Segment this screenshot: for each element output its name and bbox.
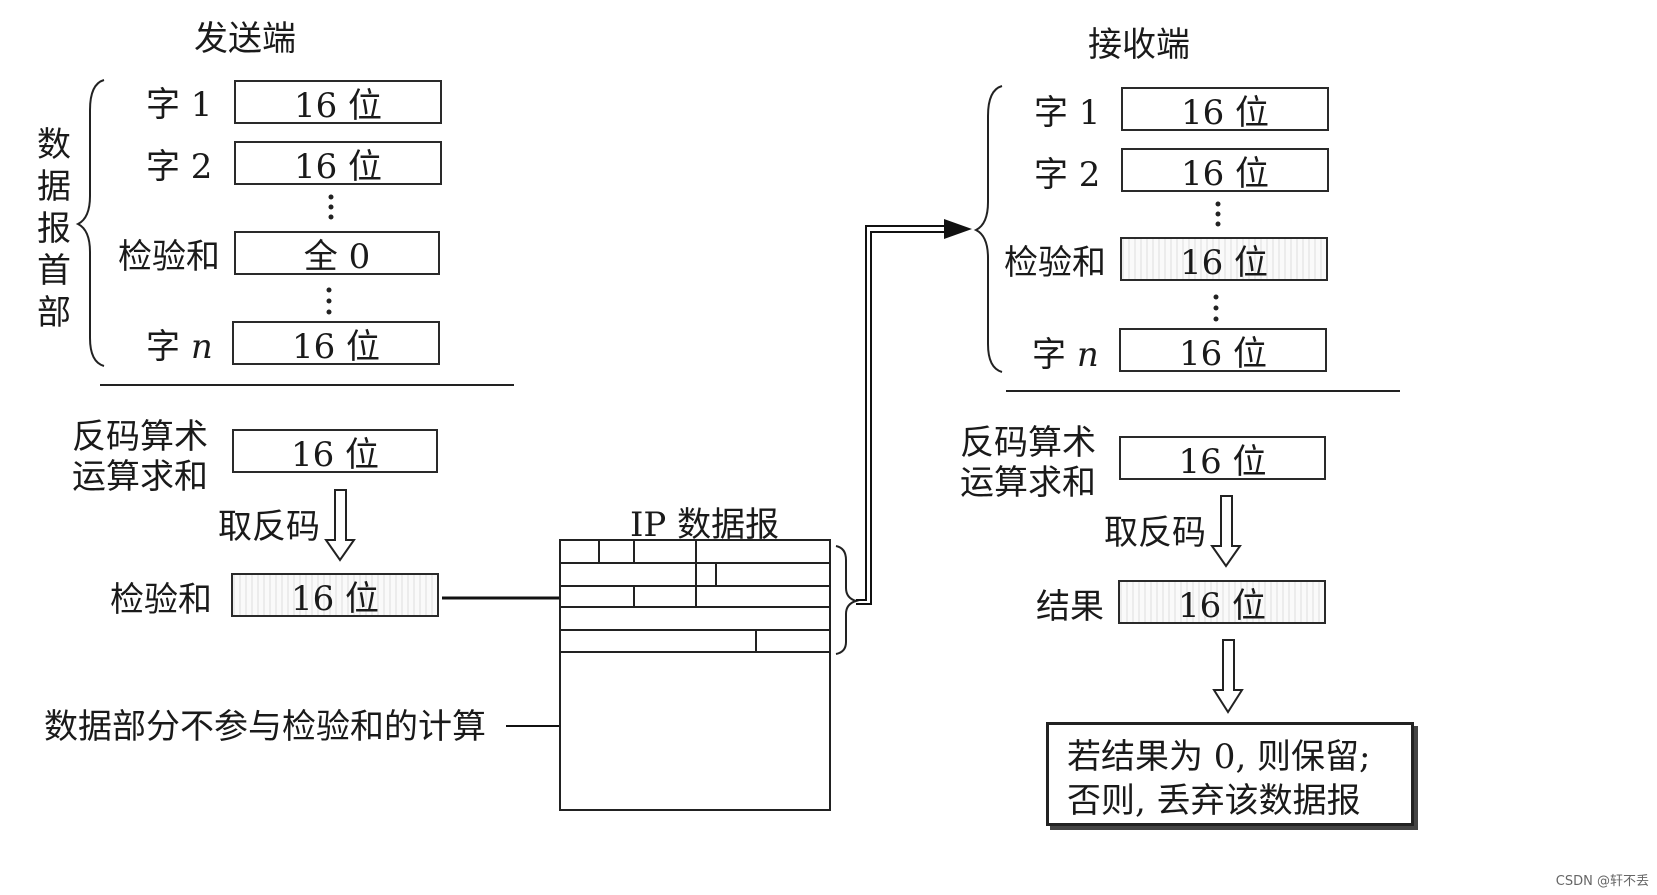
- sender-sum-label-line2: 运算求和: [72, 457, 208, 497]
- word-prefix: 字: [146, 327, 191, 367]
- sender-ellipsis-2: [326, 287, 332, 315]
- sender-word1-label: 字 1: [146, 85, 213, 125]
- transmission-arrowhead: [944, 219, 972, 239]
- group-char: 据: [37, 167, 71, 207]
- receiver-sum-label-line1: 反码算术: [960, 423, 1096, 463]
- receiver-result-box: 16 位: [1118, 580, 1326, 626]
- datagram-header-brace: [835, 545, 860, 655]
- receiver-word1-box: 16 位: [1121, 87, 1329, 133]
- sender-wordn-label: 字 n: [146, 330, 213, 364]
- word-prefix: 字: [1032, 335, 1077, 375]
- receiver-ellipsis-2: [1213, 294, 1219, 322]
- receiver-wordn-box: 16 位: [1119, 328, 1327, 374]
- sender-checksum-label: 检验和: [118, 237, 220, 277]
- sender-sum-label-line1: 反码算术: [72, 417, 208, 457]
- sender-checksum-zero-box: 全 0: [234, 231, 440, 277]
- sender-word2-label: 字 2: [146, 147, 213, 187]
- sender-invert-label: 取反码: [218, 507, 320, 547]
- receiver-decision-box: 若结果为 0, 则保留; 否则, 丢弃该数据报: [1046, 722, 1414, 826]
- receiver-title: 接收端: [1088, 25, 1190, 65]
- receiver-ellipsis-1: [1215, 201, 1221, 227]
- decision-line-1: 若结果为 0, 则保留;: [1067, 737, 1371, 777]
- transmission-arrow: [856, 225, 950, 605]
- receiver-brace: [973, 85, 1003, 373]
- group-char: 部: [37, 293, 71, 333]
- receiver-wordn-label: 字 n: [1032, 338, 1099, 372]
- receiver-invert-label: 取反码: [1104, 513, 1206, 553]
- sender-sum-box: 16 位: [232, 429, 438, 475]
- sender-ellipsis-1: [328, 194, 334, 220]
- receiver-invert-arrow: [1210, 495, 1242, 568]
- sender-invert-arrow: [324, 489, 356, 562]
- receiver-word2-label: 字 2: [1034, 155, 1101, 195]
- sender-word1-box: 16 位: [234, 80, 442, 126]
- receiver-result-label: 结果: [1036, 587, 1104, 627]
- ip-datagram: [559, 539, 831, 811]
- receiver-sum-label-line2: 运算求和: [960, 463, 1096, 503]
- group-char: 数: [37, 125, 71, 165]
- ip-data-part-label: 数据部分: [628, 703, 764, 743]
- receiver-checksum-box: 16 位: [1120, 237, 1328, 283]
- receiver-decision-arrow: [1212, 639, 1244, 714]
- watermark: CSDN @轩不丢: [1555, 874, 1649, 889]
- receiver-word1-label: 字 1: [1034, 93, 1101, 133]
- receiver-checksum-label: 检验和: [1004, 243, 1106, 283]
- sender-header-group-label: 数 据 报 首 部: [34, 124, 74, 334]
- receiver-sum-box: 16 位: [1119, 436, 1326, 482]
- word-var: n: [1076, 335, 1099, 375]
- word-var: n: [190, 327, 213, 367]
- sender-brace: [75, 79, 105, 367]
- group-char: 报: [37, 209, 71, 249]
- sender-title: 发送端: [194, 19, 296, 59]
- group-char: 首: [37, 251, 71, 291]
- sender-excluded-note: 数据部分不参与检验和的计算: [44, 707, 486, 747]
- sender-wordn-box: 16 位: [232, 321, 440, 367]
- sender-checksum-result-label: 检验和: [110, 580, 212, 620]
- sender-word2-box: 16 位: [234, 141, 442, 187]
- decision-line-2: 否则, 丢弃该数据报: [1067, 781, 1361, 821]
- ip-datagram-title: IP 数据报: [630, 505, 780, 545]
- sender-checksum-box: 16 位: [231, 573, 439, 619]
- receiver-word2-box: 16 位: [1121, 148, 1329, 194]
